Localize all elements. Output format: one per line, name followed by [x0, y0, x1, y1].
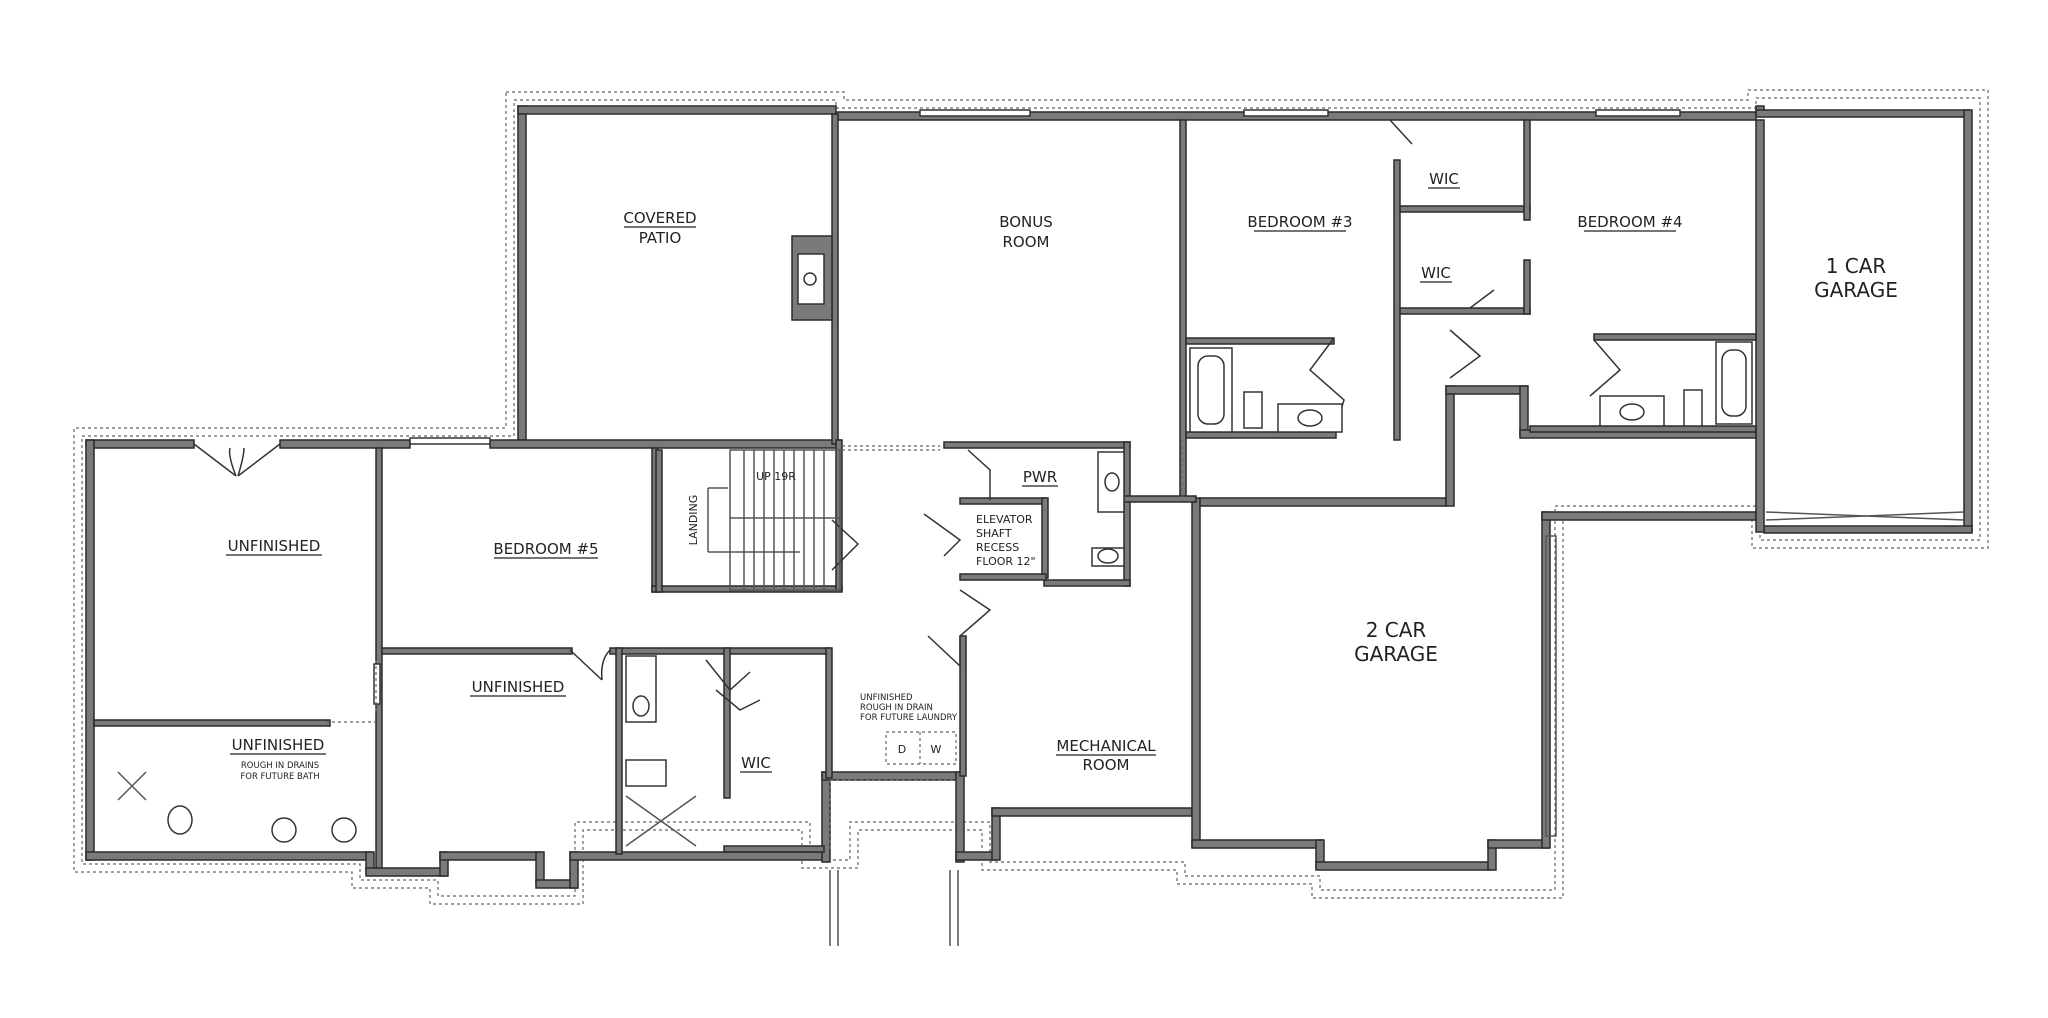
unfinished-mid-label: UNFINISHED	[472, 678, 565, 696]
windows	[373, 109, 1681, 705]
bedroom4-label: BEDROOM #4	[1577, 213, 1682, 231]
washer-label: W	[931, 743, 942, 756]
garage-doors	[1545, 511, 1965, 837]
bedroom3-label: BEDROOM #3	[1247, 213, 1352, 231]
stair-up-label: UP 19R	[756, 470, 796, 483]
stairs	[655, 449, 841, 593]
bedroom5-label: BEDROOM #5	[493, 540, 598, 558]
unfinished-bath-label: UNFINISHED	[232, 736, 325, 754]
bath-fixtures	[117, 341, 1753, 847]
unfinished-top-label: UNFINISHED	[228, 537, 321, 555]
wic-mid-label: WIC	[1421, 264, 1451, 282]
foundation-outline	[73, 89, 1989, 905]
fireplace	[791, 235, 833, 321]
pwr-label: PWR	[1023, 468, 1057, 486]
dryer-label: D	[898, 743, 906, 756]
interior-walls	[93, 113, 1757, 869]
dashed-lines	[326, 440, 1183, 946]
label-underlines	[226, 187, 1676, 773]
wic-top-label: WIC	[1429, 170, 1459, 188]
wic-lower-label: WIC	[741, 754, 771, 772]
landing-label: LANDING	[687, 495, 700, 546]
